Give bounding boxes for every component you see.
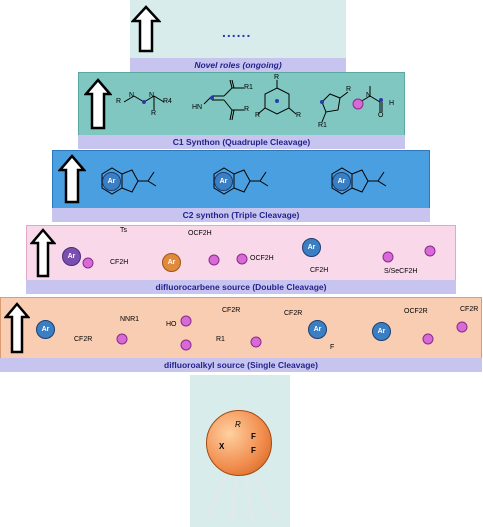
tier3-caption-bar	[26, 280, 456, 294]
c1-label-r1: R	[151, 110, 157, 117]
tier4-ar-badge-1: Ar	[36, 320, 55, 339]
tier4-r1: R1	[216, 336, 225, 343]
reagent-sphere	[206, 410, 272, 476]
tier4-cf2r3: CF2R	[284, 310, 303, 317]
tier4-dots	[116, 315, 468, 351]
tier4-ar-badge-3: Ar	[372, 322, 391, 341]
reagent-rays	[205, 475, 277, 523]
tier3-ar-badge-3: Ar	[302, 238, 321, 257]
c1-label-h: H	[389, 100, 395, 107]
c2-arrow-icon	[58, 154, 86, 204]
tier4-caption: difluoroalkyl source (Single Cleavage)	[164, 360, 318, 370]
tier4-caption-bar	[0, 358, 482, 372]
c1-label-r: R	[116, 98, 122, 105]
reagent-f2: F	[251, 446, 256, 455]
novel-roles-label: Novel roles (ongoing)	[194, 60, 282, 70]
reagent-r: R	[235, 420, 241, 429]
tier3-ocf2h: OCF2H	[188, 230, 212, 237]
reagent-x: X	[219, 442, 225, 451]
tier4-ar-badge-2: Ar	[308, 320, 327, 339]
tier3-cf2h2: CF2H	[310, 267, 329, 274]
difluorocarbene-arrow-icon	[30, 228, 56, 278]
reagent-f1: F	[251, 432, 256, 441]
c2-caption: C2 synthon (Triple Cleavage)	[182, 210, 300, 220]
c1-label-hn: HN	[192, 104, 203, 111]
c2-caption-bar	[52, 208, 430, 222]
c1-label-n1: N	[129, 92, 135, 99]
tier4-nnr: NNR1	[120, 316, 140, 323]
c1-caption: C1 Synthon (Quadruple Cleavage)	[172, 137, 311, 147]
c1-label-r9: R	[255, 112, 261, 119]
c1-label-r4: R4	[163, 98, 172, 105]
tier3-ar-badge-2: Ar	[162, 253, 181, 272]
c2-structures	[101, 167, 387, 195]
c1-synthon-tier	[78, 72, 405, 138]
tier3-dots	[82, 245, 436, 269]
c1-structures	[123, 79, 383, 123]
tier4-ho: HO	[166, 321, 177, 328]
tier3-sse: S/SeCF2H	[384, 268, 418, 275]
c1-label-r6: R1	[244, 84, 253, 91]
tier4-cf2r4: CF2R	[460, 306, 479, 313]
c1-label-r10: R	[296, 112, 302, 119]
tier3-cf2h: CF2H	[110, 259, 129, 266]
tier4-cf2r2: CF2R	[222, 307, 241, 314]
c2-ar-badge-1: Ar	[102, 172, 121, 191]
tier3-ts: Ts	[120, 227, 127, 234]
novel-roles-bar	[130, 58, 346, 72]
c2-ar-badge-3: Ar	[332, 172, 351, 191]
tier4-f: F	[330, 344, 335, 351]
c1-label-n2: N	[149, 92, 155, 99]
c1-label-r11: R1	[318, 122, 327, 129]
c1-label-o: O	[378, 112, 384, 119]
difluoroalkyl-arrow-icon	[4, 302, 30, 354]
tier3-ocf2h2: OCF2H	[250, 255, 274, 262]
c1-label-r8: R	[274, 74, 280, 81]
c1-label-n5: N	[366, 92, 372, 99]
tier4-cf2r: CF2R	[74, 336, 93, 343]
c1-arrow-icon	[84, 78, 112, 130]
ongoing-dots: ......	[222, 24, 252, 40]
c1-label-r7: R	[244, 106, 250, 113]
tier3-caption: difluorocarbene source (Double Cleavage)	[155, 282, 327, 292]
top-arrow-icon	[131, 5, 161, 53]
c1-caption-bar	[78, 135, 405, 149]
tier3-ar-badge-1: Ar	[62, 247, 81, 266]
difluoroalkyl-tier	[0, 297, 482, 361]
tier4-ocf2r: OCF2R	[404, 308, 428, 315]
c2-ar-badge-2: Ar	[214, 172, 233, 191]
c1-label-r5: R	[346, 86, 352, 93]
